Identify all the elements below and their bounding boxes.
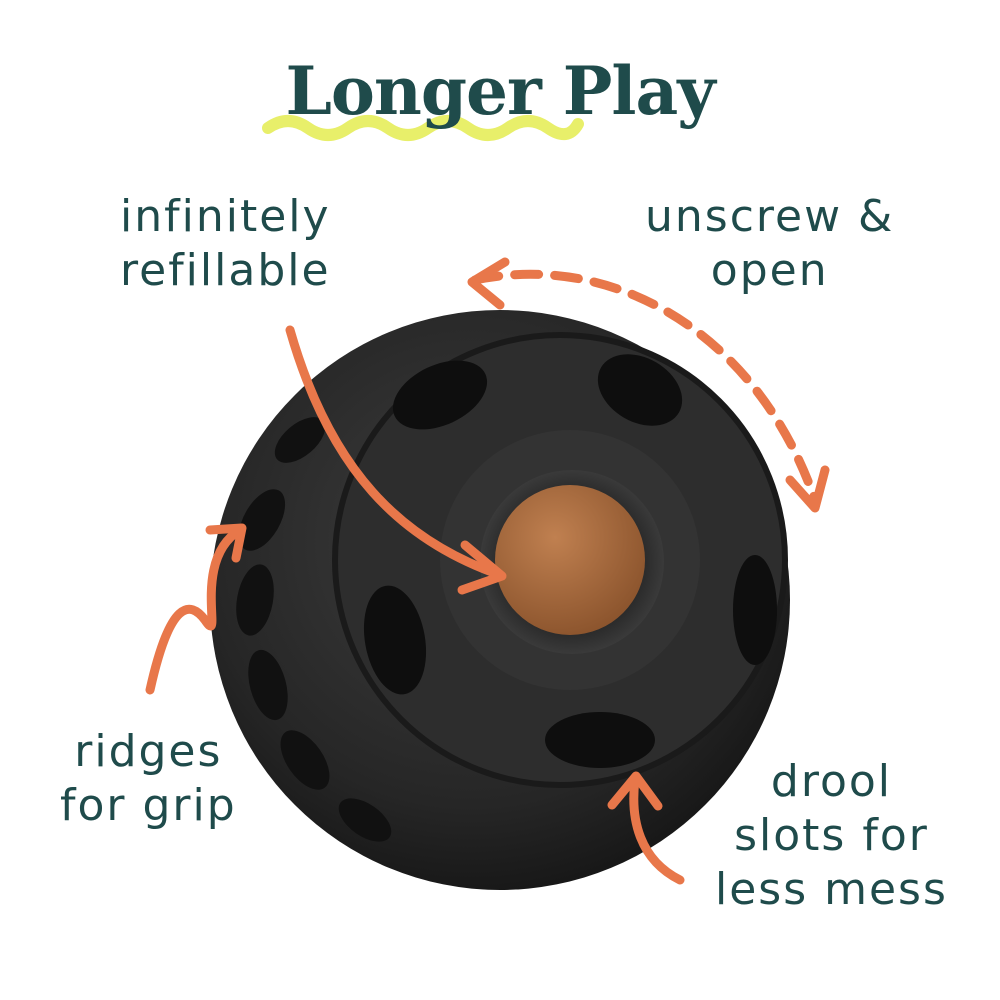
callout-unscrew: unscrew & open bbox=[645, 190, 894, 298]
title-highlight-squiggle bbox=[262, 115, 584, 141]
callout-line: less mess bbox=[715, 864, 948, 915]
unscrew-arrow bbox=[470, 269, 820, 505]
page-title: Longer Play bbox=[285, 52, 715, 130]
callout-refillable: infinitely refillable bbox=[120, 190, 331, 298]
callout-drool: drool slots for less mess bbox=[715, 755, 948, 917]
unscrew-arrowhead-right bbox=[785, 465, 830, 513]
callout-line: drool bbox=[770, 756, 893, 807]
ridges-arrow bbox=[145, 525, 245, 695]
refillable-arrow bbox=[285, 325, 505, 580]
callout-line: infinitely bbox=[120, 191, 331, 242]
unscrew-arrowhead-left bbox=[467, 257, 510, 310]
treat bbox=[495, 485, 645, 635]
drool-slots bbox=[363, 354, 777, 768]
callout-line: refillable bbox=[120, 245, 331, 296]
refillable-arrowhead bbox=[457, 540, 507, 595]
callout-ridges: ridges for grip bbox=[60, 725, 237, 833]
callout-line: open bbox=[710, 245, 829, 296]
ridges-arrowhead bbox=[205, 523, 247, 563]
drool-arrow bbox=[629, 775, 685, 885]
callout-line: slots for bbox=[734, 810, 929, 861]
drool-arrowhead bbox=[607, 771, 663, 811]
callout-line: for grip bbox=[60, 780, 237, 831]
callout-line: unscrew & bbox=[645, 191, 895, 242]
callout-line: ridges bbox=[74, 726, 223, 777]
toy-ball bbox=[210, 310, 790, 890]
grip-ridges bbox=[236, 417, 392, 842]
